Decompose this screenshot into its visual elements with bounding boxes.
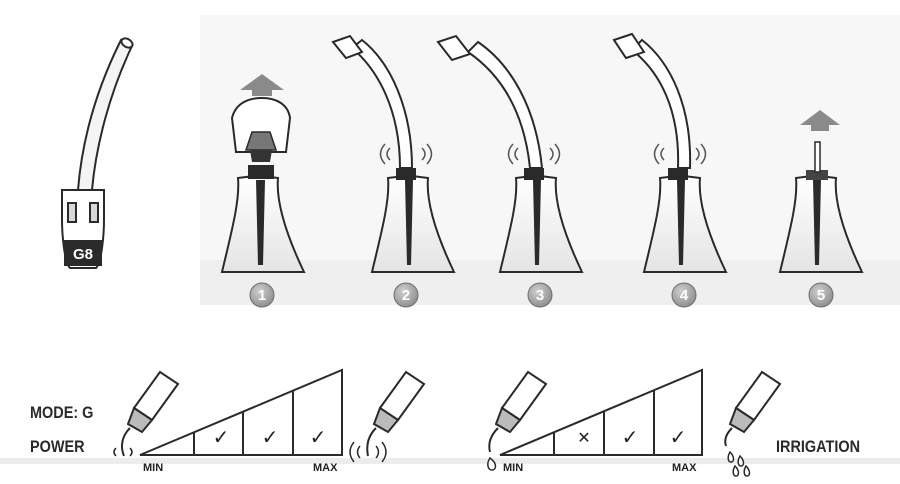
g8-tip-icon: G8 bbox=[61, 37, 134, 269]
vibration-icon bbox=[653, 143, 707, 165]
tip-code-label: G8 bbox=[73, 246, 93, 263]
vibration-icon bbox=[507, 143, 561, 165]
step-5-illustration bbox=[778, 110, 864, 273]
step-1-tooth bbox=[220, 165, 306, 273]
tip-shaft bbox=[466, 40, 544, 169]
power-level-3-mark: ✓ bbox=[310, 425, 327, 449]
step-badge-1: 1 bbox=[249, 282, 275, 308]
post-extracted bbox=[814, 141, 821, 173]
handpiece-drip-icon bbox=[487, 370, 548, 471]
irrigation-level-3-mark: ✓ bbox=[670, 425, 687, 449]
step-badge-4: 4 bbox=[671, 282, 697, 308]
power-wedge bbox=[139, 368, 343, 456]
step-3-illustration bbox=[436, 34, 584, 273]
power-min-label: MIN bbox=[143, 462, 163, 474]
handpiece-spray-icon bbox=[724, 370, 782, 477]
step-badge-2: 2 bbox=[393, 282, 419, 308]
power-section: ✓ ✓ ✓ MIN MAX bbox=[113, 368, 426, 474]
step-badge-3: 3 bbox=[527, 282, 553, 308]
irrigation-label: IRRIGATION bbox=[776, 437, 861, 456]
power-label: POWER bbox=[30, 437, 85, 456]
handpiece-low-icon bbox=[113, 370, 180, 457]
power-max-label: MAX bbox=[313, 462, 338, 474]
step-number: 1 bbox=[258, 287, 266, 304]
step-badges: 1 2 3 4 5 bbox=[249, 282, 834, 308]
crown-cap bbox=[230, 96, 292, 153]
irrigation-wedge bbox=[499, 368, 703, 456]
power-level-2-mark: ✓ bbox=[262, 425, 279, 449]
step-1-illustration bbox=[220, 74, 306, 273]
step-number: 4 bbox=[680, 287, 689, 304]
step-number: 2 bbox=[402, 287, 410, 304]
irrigation-level-2-mark: ✓ bbox=[622, 425, 639, 449]
step-number: 3 bbox=[536, 287, 544, 304]
step-badge-5: 5 bbox=[808, 282, 834, 308]
step-2-illustration bbox=[331, 34, 456, 273]
mode-label: MODE: G bbox=[30, 403, 94, 422]
irrigation-level-1-mark: ✕ bbox=[577, 428, 590, 447]
irrigation-section: ✕ ✓ ✓ MIN MAX bbox=[487, 368, 782, 477]
power-level-1-mark: ✓ bbox=[213, 425, 230, 449]
handpiece-high-icon bbox=[349, 370, 426, 463]
up-arrow-icon bbox=[240, 74, 284, 96]
step-number: 5 bbox=[817, 287, 825, 304]
vibration-icon bbox=[379, 143, 433, 165]
up-arrow-icon bbox=[800, 110, 840, 131]
step-4-illustration bbox=[612, 32, 728, 273]
irrigation-max-label: MAX bbox=[672, 462, 697, 474]
irrigation-min-label: MIN bbox=[503, 462, 523, 474]
